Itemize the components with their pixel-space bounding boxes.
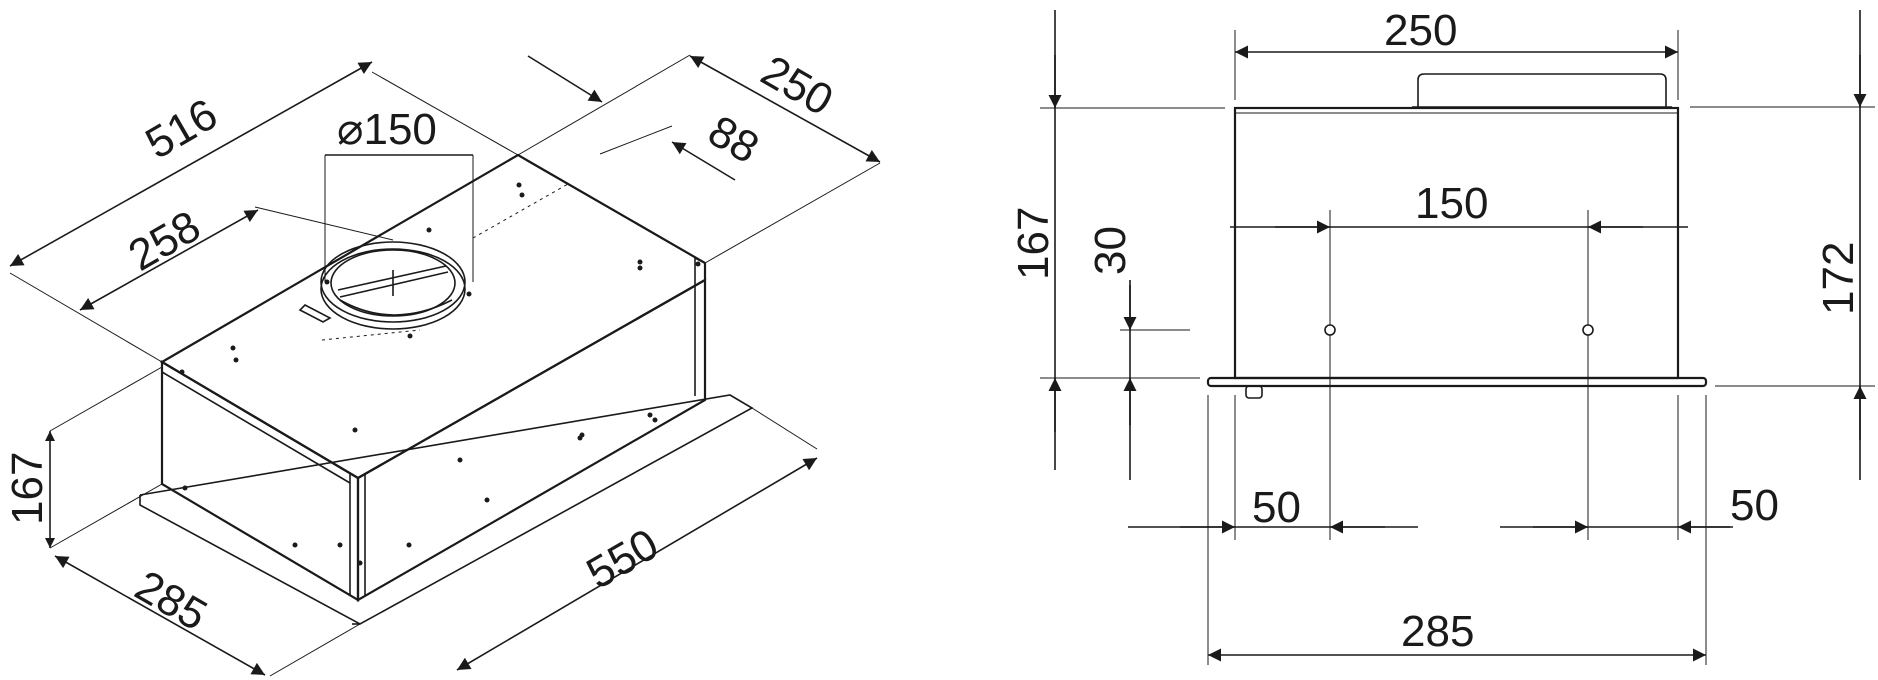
screw-holes [179, 182, 701, 566]
label-285-iso: 285 [127, 561, 215, 640]
mount-hole-left [1324, 324, 1336, 336]
label-250-top: 250 [753, 46, 841, 125]
dim-line-250-top [689, 55, 881, 163]
dim-line-550 [456, 457, 818, 671]
label-150-front: 150 [1415, 179, 1488, 228]
label-30: 30 [1086, 226, 1135, 275]
outlet-collar [298, 183, 569, 341]
label-88: 88 [700, 106, 767, 173]
front-view: 250 150 167 30 172 50 50 285 [1009, 6, 1875, 665]
label-258: 258 [121, 202, 209, 281]
label-167-iso: 167 [3, 452, 52, 525]
dim-line-88b [671, 141, 736, 181]
label-50-right: 50 [1730, 481, 1779, 530]
label-diameter-150: ⌀150 [337, 105, 437, 154]
dim-line-88 [527, 55, 603, 103]
front-housing [1233, 106, 1680, 380]
label-50-left: 50 [1252, 483, 1301, 532]
hood-body [159, 153, 707, 602]
dim-line-258 [79, 209, 259, 311]
label-172: 172 [1814, 242, 1863, 315]
front-flange [1206, 376, 1708, 399]
isometric-view: 516 250 ⌀150 88 258 167 285 550 [3, 46, 881, 677]
bottom-flange [139, 394, 754, 625]
label-285-front: 285 [1401, 607, 1474, 656]
label-167-front: 167 [1009, 207, 1058, 280]
label-516: 516 [138, 90, 226, 169]
label-550: 550 [579, 520, 667, 599]
dim-line-516 [9, 61, 373, 267]
label-250-front: 250 [1384, 6, 1457, 55]
front-dimension-lines [1048, 10, 1867, 662]
dimension-lines [9, 55, 881, 676]
front-labels: 250 150 167 30 172 50 50 285 [1009, 6, 1863, 656]
mount-hole-right [1582, 324, 1594, 336]
dim-line-285-iso [54, 555, 266, 676]
iso-labels: 516 250 ⌀150 88 258 167 285 550 [3, 46, 841, 640]
front-extension-lines [1040, 30, 1875, 665]
top-spigot [1412, 73, 1672, 108]
